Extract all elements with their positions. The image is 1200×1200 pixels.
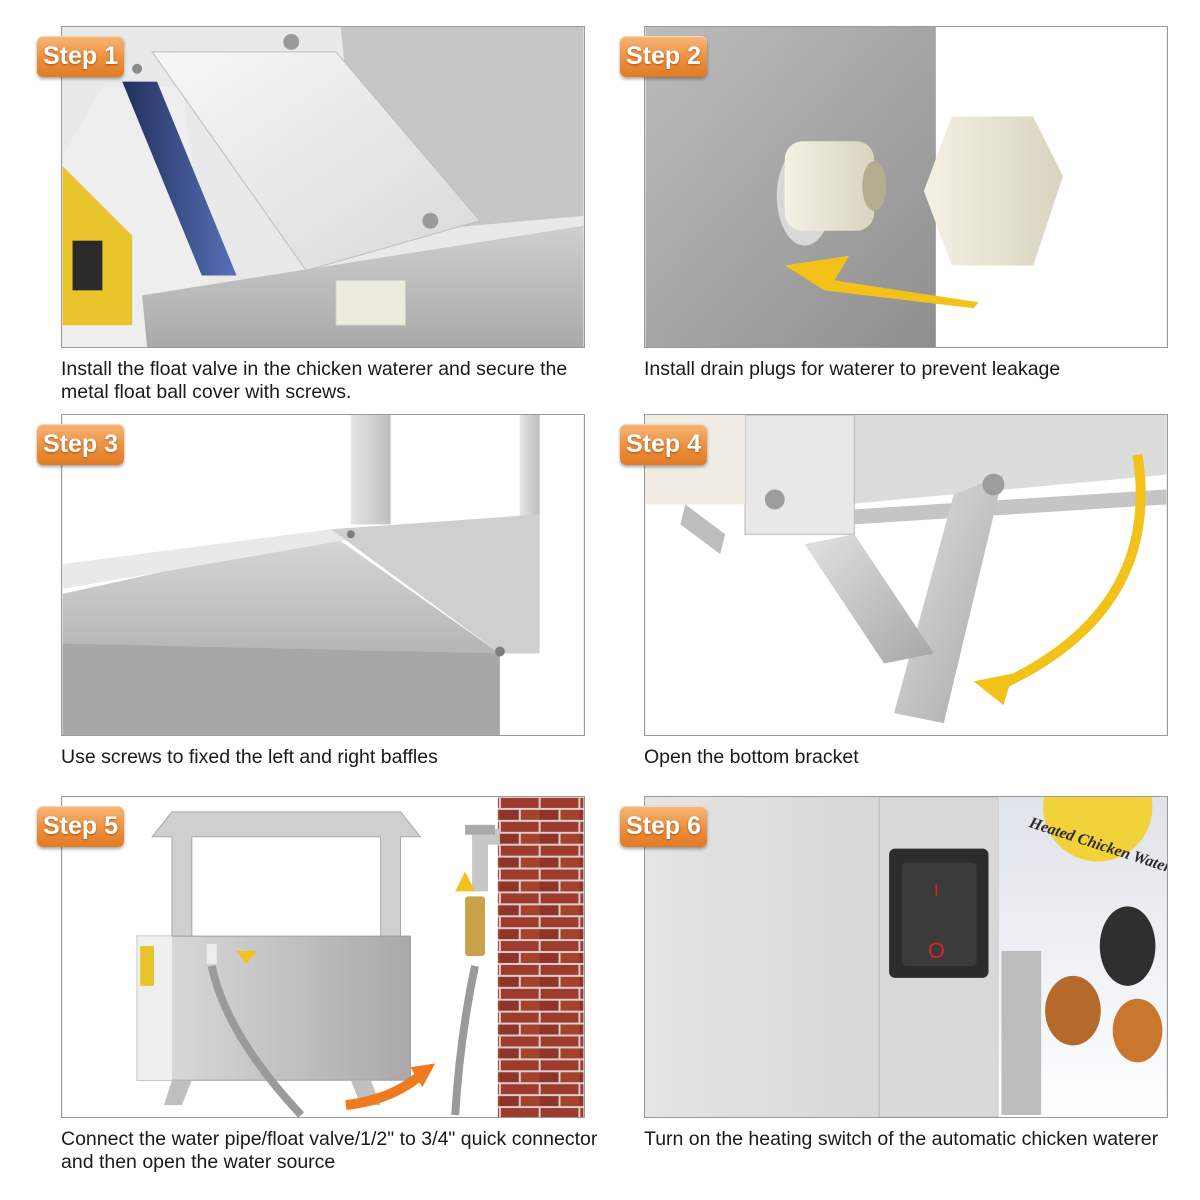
baffles-illustration bbox=[62, 415, 584, 735]
bottom-bracket-illustration bbox=[645, 415, 1167, 735]
drain-plug-illustration bbox=[645, 27, 1167, 347]
heating-switch-illustration: I O Heated Chicken Waterer bbox=[645, 797, 1167, 1117]
step-2-badge: Step 2 bbox=[620, 36, 707, 77]
step-5-image bbox=[61, 796, 585, 1118]
step-6-caption: Turn on the heating switch of the automa… bbox=[644, 1128, 1159, 1150]
step-3-caption: Use screws to fixed the left and right b… bbox=[61, 746, 438, 768]
step-2-image bbox=[644, 26, 1168, 348]
switch-off-mark: O bbox=[928, 938, 945, 963]
step-4-caption: Open the bottom bracket bbox=[644, 746, 859, 768]
step-6-badge: Step 6 bbox=[620, 806, 707, 847]
step-4-badge: Step 4 bbox=[620, 424, 707, 465]
step-4-image bbox=[644, 414, 1168, 736]
step-5-badge: Step 5 bbox=[37, 806, 124, 847]
switch-on-mark: I bbox=[934, 880, 939, 900]
float-valve-illustration bbox=[62, 27, 584, 347]
step-1-badge: Step 1 bbox=[37, 36, 124, 77]
step-5-caption: Connect the water pipe/float valve/1/2" … bbox=[61, 1128, 598, 1173]
step-1-caption: Install the float valve in the chicken w… bbox=[61, 358, 568, 403]
step-3-image bbox=[61, 414, 585, 736]
step-3-badge: Step 3 bbox=[37, 424, 124, 465]
step-6-image: I O Heated Chicken Waterer bbox=[644, 796, 1168, 1118]
step-1-image bbox=[61, 26, 585, 348]
water-connection-illustration bbox=[62, 797, 584, 1117]
step-2-caption: Install drain plugs for waterer to preve… bbox=[644, 358, 1061, 380]
